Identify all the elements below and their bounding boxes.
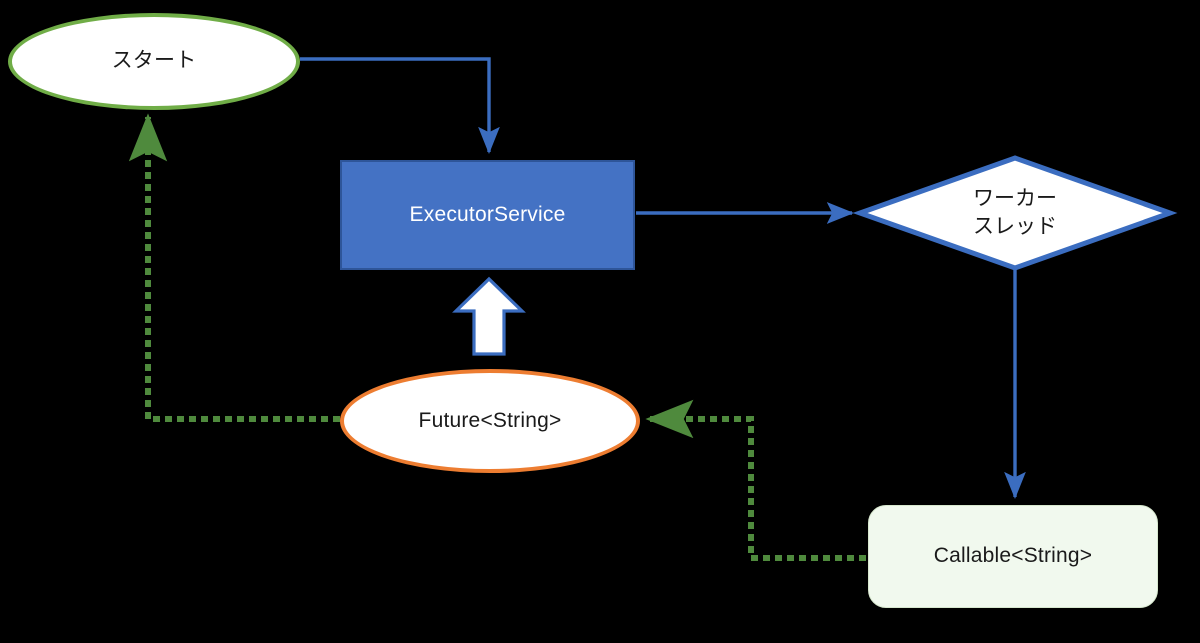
node-callable-string-label: Callable<String> (933, 544, 1093, 568)
node-worker-thread-label: ワーカー スレッド (973, 186, 1057, 238)
node-future-string[interactable]: Future<String> (340, 369, 640, 473)
node-start[interactable]: スタート (8, 13, 300, 110)
node-executor-service-label: ExecutorService (409, 202, 566, 226)
edge-start-to-executor (300, 57, 500, 155)
edge-callable-to-future (645, 399, 866, 561)
node-future-string-label: Future<String> (418, 408, 562, 432)
node-callable-string[interactable]: Callable<String> (868, 505, 1158, 608)
node-start-label: スタート (111, 49, 197, 73)
edge-future-to-executor-block-arrow (452, 276, 526, 356)
edge-future-to-start (128, 113, 340, 422)
node-executor-service[interactable]: ExecutorService (340, 160, 635, 270)
node-worker-thread[interactable]: ワーカー スレッド (858, 156, 1172, 270)
